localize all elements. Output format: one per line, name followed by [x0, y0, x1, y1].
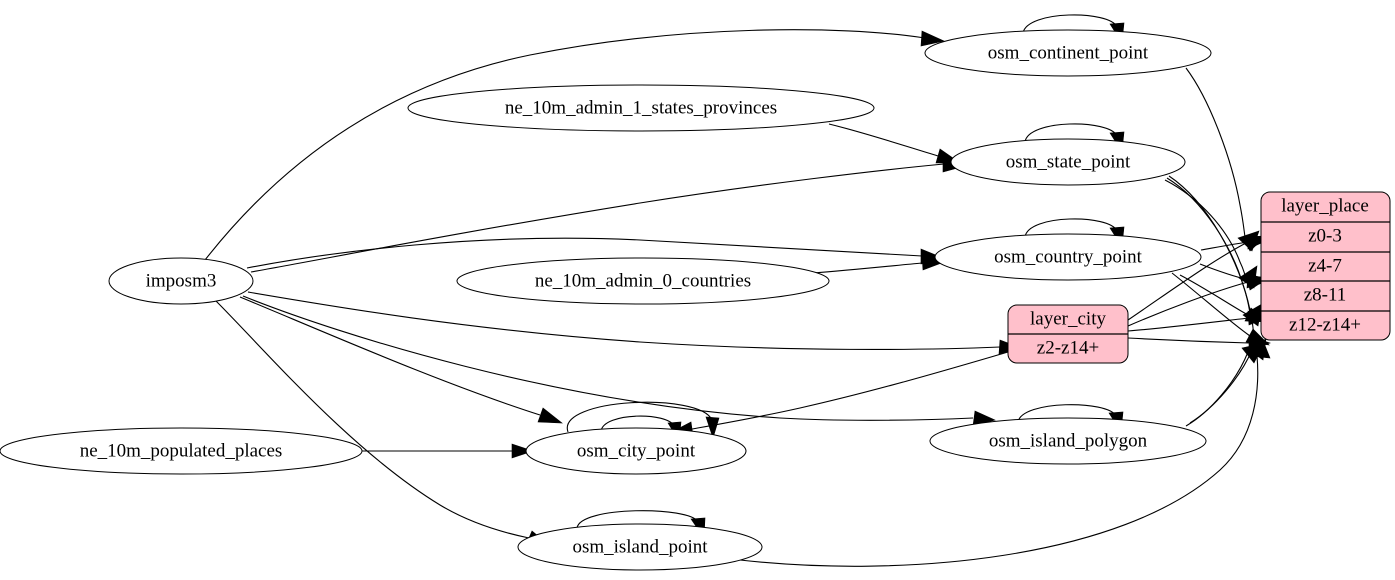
edge-layer-city-to-layer-place-z0-3: [1127, 242, 1247, 321]
edge-ne-countries-to-osm-country-point: [812, 262, 923, 274]
arrowhead: [1247, 310, 1270, 326]
edge-osm-country-point-to-layer-place-z4-7: [1199, 263, 1250, 281]
edge-imposm3-to-osm-island-point: [215, 300, 530, 539]
node-osm-continent-point[interactable]: osm_continent_point: [924, 29, 1212, 77]
node-layer-city[interactable]: layer_city z2-z14+: [1007, 304, 1129, 364]
node-label-osm-continent-point: osm_continent_point: [988, 42, 1149, 63]
node-label-osm-country-point: osm_country_point: [994, 246, 1142, 267]
edge-osm-country-point-to-layer-place-z12-z14: [1171, 272, 1251, 337]
edge-osm-island-polygon-to-layer-place-z12-z14-b: [1189, 349, 1253, 424]
node-osm-island-polygon[interactable]: osm_island_polygon: [929, 417, 1207, 465]
edge-osm-state-point-self-loop: [1024, 123, 1118, 143]
edge-osm-country-point-self-loop: [1024, 218, 1118, 238]
layer-place-row-z4-7[interactable]: z4-7: [1308, 255, 1342, 276]
layer-place-row-z8-11[interactable]: z8-11: [1304, 284, 1347, 305]
arrowhead: [1242, 235, 1267, 252]
edge-osm-island-polygon-self-loop: [1017, 404, 1117, 423]
node-ne-10m-populated-places[interactable]: ne_10m_populated_places: [0, 427, 363, 475]
edge-layer-city-to-layer-place-z12-z14: [1127, 337, 1250, 344]
arrowhead: [921, 255, 945, 271]
node-osm-island-point[interactable]: osm_island_point: [517, 523, 763, 571]
edge-imposm3-to-osm-continent-point: [204, 29, 926, 261]
edge-osm-island-point-self-loop: [576, 510, 699, 529]
edge-imposm3-to-osm-country-point: [246, 237, 923, 269]
node-label-osm-city-point: osm_city_point: [577, 440, 696, 461]
edge-osm-country-point-to-layer-place-z8-11: [1179, 274, 1249, 316]
node-label-osm-island-polygon: osm_island_polygon: [989, 430, 1148, 451]
edge-ne-states-to-osm-state-point: [828, 123, 939, 157]
node-label-osm-island-point: osm_island_point: [572, 536, 708, 557]
edge-layer-city-to-layer-place-z8-11: [1127, 317, 1250, 332]
node-layer-place[interactable]: layer_place z0-3 z4-7 z8-11 z12-z14+: [1260, 191, 1391, 341]
edge-imposm3-to-osm-island-polygon: [242, 295, 974, 421]
layer-city-row-z2-z14[interactable]: z2-z14+: [1037, 337, 1099, 358]
layer-city-title: layer_city: [1030, 308, 1106, 329]
edge-osm-city-point-self-loop-inner: [600, 415, 675, 432]
edge-imposm3-to-osm-state-point: [250, 163, 945, 273]
layer-place-row-z12-z14[interactable]: z12-z14+: [1289, 314, 1361, 335]
arrowhead: [511, 443, 534, 459]
edge-osm-island-polygon-to-layer-place-z12-z14: [1185, 351, 1249, 427]
edge-osm-country-point-to-layer-place-z0-3: [1200, 241, 1249, 251]
edge-imposm3-to-osm-city-point: [239, 296, 541, 416]
node-ne-10m-admin-1-states-provinces[interactable]: ne_10m_admin_1_states_provinces: [407, 84, 875, 132]
edge-layer-city-to-osm-city-point: [691, 351, 1009, 430]
arrowhead: [920, 30, 945, 47]
node-ne-10m-admin-0-countries[interactable]: ne_10m_admin_0_countries: [456, 257, 830, 305]
edge-osm-continent-point-to-layer-place-z0-3: [1185, 67, 1246, 238]
arrowhead: [537, 407, 563, 424]
edge-osm-city-point-self-loop-outer: [567, 401, 713, 433]
node-label-osm-state-point: osm_state_point: [1006, 151, 1131, 172]
edge-imposm3-to-layer-city: [247, 291, 1001, 350]
arrowhead: [705, 416, 720, 439]
node-label-ne-countries: ne_10m_admin_0_countries: [535, 270, 751, 291]
edge-osm-continent-point-self-loop: [1022, 14, 1118, 34]
node-layer: imposm3 ne_10m_admin_1_states_provinces …: [0, 29, 1391, 571]
edge-osm-island-point-to-layer-place-z12-z14: [739, 355, 1259, 567]
node-osm-city-point[interactable]: osm_city_point: [525, 427, 747, 475]
layer-place-title: layer_place: [1281, 195, 1369, 216]
layer-place-row-z0-3[interactable]: z0-3: [1308, 225, 1342, 246]
node-osm-country-point[interactable]: osm_country_point: [934, 233, 1202, 281]
node-osm-state-point[interactable]: osm_state_point: [950, 138, 1186, 186]
node-imposm3[interactable]: imposm3: [108, 257, 254, 305]
edge-layer: [204, 14, 1271, 567]
node-label-ne-populated: ne_10m_populated_places: [80, 440, 283, 461]
node-label-imposm3: imposm3: [146, 270, 217, 291]
arrowhead: [1249, 337, 1271, 359]
node-label-ne-states: ne_10m_admin_1_states_provinces: [505, 97, 777, 118]
edge-layer-city-to-layer-place-z4-7: [1127, 281, 1249, 327]
